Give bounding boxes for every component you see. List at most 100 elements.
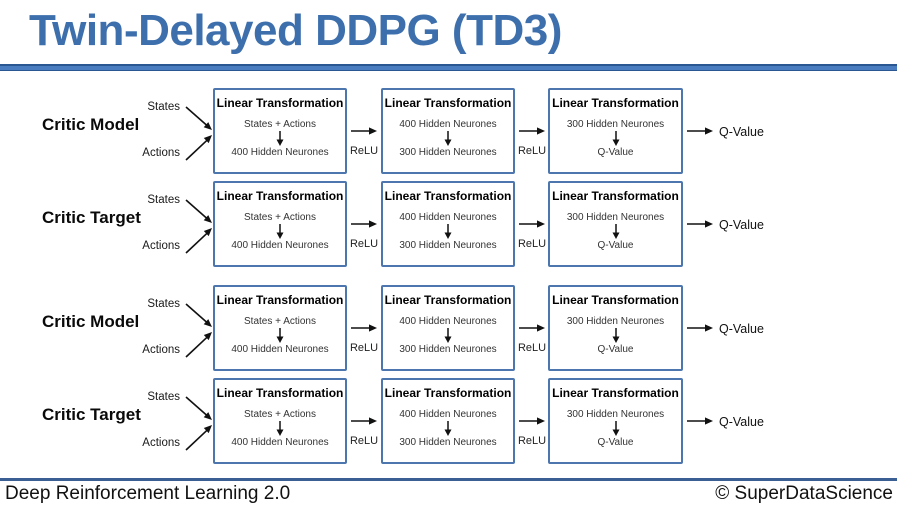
- flow-arrows: [185, 396, 713, 451]
- actions-arrow-icon: [185, 425, 212, 451]
- critic-network-row: Critic Model States Actions: [0, 88, 897, 174]
- linear-transformation-box: Linear Transformation States + Actions 4…: [213, 88, 347, 174]
- box-title: Linear Transformation: [552, 189, 679, 203]
- relu-activation-label: ReLU: [349, 145, 379, 157]
- box-output-text: 300 Hidden Neurones: [399, 437, 497, 448]
- down-arrow-icon: [612, 131, 619, 146]
- box-input-text: 400 Hidden Neurones: [399, 212, 497, 223]
- critic-network-row: Critic Target States Actions: [0, 181, 897, 267]
- linear-transformation-box: Linear Transformation 400 Hidden Neurone…: [381, 285, 515, 371]
- box-output-text: 400 Hidden Neurones: [231, 240, 329, 251]
- box-output-text: Q-Value: [597, 344, 634, 355]
- linear-transformation-box: Linear Transformation 400 Hidden Neurone…: [381, 181, 515, 267]
- relu-arrow-2-icon: [519, 324, 545, 332]
- relu-activation-label: ReLU: [517, 238, 547, 250]
- box-title: Linear Transformation: [552, 293, 679, 307]
- linear-transformation-box: Linear Transformation 400 Hidden Neurone…: [381, 88, 515, 174]
- down-arrow-icon: [276, 421, 284, 436]
- down-arrow-icon: [444, 421, 452, 436]
- critic-row-label: Critic Target: [42, 405, 141, 424]
- relu-activation-label: ReLU: [517, 145, 547, 157]
- box-output-text: 400 Hidden Neurones: [231, 437, 329, 448]
- relu-arrow-1-icon: [351, 417, 377, 425]
- box-title: Linear Transformation: [384, 189, 512, 203]
- down-arrow-icon: [612, 224, 619, 239]
- footer-copyright: © SuperDataScience: [715, 483, 893, 504]
- actions-input-label: Actions: [142, 147, 180, 159]
- down-arrow-icon: [612, 328, 619, 343]
- states-arrow-icon: [185, 396, 212, 420]
- box-output-text: Q-Value: [597, 240, 634, 251]
- linear-transformation-box: Linear Transformation 400 Hidden Neurone…: [381, 378, 515, 464]
- down-arrow-icon: [612, 421, 619, 436]
- states-arrow-icon: [185, 106, 212, 130]
- box-output-text: 400 Hidden Neurones: [231, 344, 329, 355]
- box-output-text: 300 Hidden Neurones: [399, 147, 497, 158]
- linear-transformation-box: Linear Transformation 300 Hidden Neurone…: [548, 285, 683, 371]
- relu-arrow-1-icon: [351, 220, 377, 228]
- relu-arrow-1-icon: [351, 127, 377, 135]
- flow-arrows: [185, 199, 713, 254]
- page-title: Twin-Delayed DDPG (TD3): [29, 6, 562, 55]
- q-value-output-label: Q-Value: [719, 322, 764, 336]
- relu-arrow-2-icon: [519, 220, 545, 228]
- linear-transformation-box: Linear Transformation 300 Hidden Neurone…: [548, 378, 683, 464]
- box-input-text: States + Actions: [244, 212, 316, 223]
- output-arrow-icon: [687, 127, 713, 135]
- q-value-output-label: Q-Value: [719, 415, 764, 429]
- output-arrow-icon: [687, 417, 713, 425]
- relu-activation-label: ReLU: [349, 435, 379, 447]
- actions-arrow-icon: [185, 228, 212, 254]
- linear-transformation-box: Linear Transformation 300 Hidden Neurone…: [548, 181, 683, 267]
- relu-activation-label: ReLU: [349, 342, 379, 354]
- relu-arrow-2-icon: [519, 417, 545, 425]
- actions-arrow-icon: [185, 332, 212, 358]
- box-output-text: 300 Hidden Neurones: [399, 344, 497, 355]
- down-arrow-icon: [276, 328, 284, 343]
- linear-transformation-box: Linear Transformation States + Actions 4…: [213, 181, 347, 267]
- actions-input-label: Actions: [142, 344, 180, 356]
- footer-course-title: Deep Reinforcement Learning 2.0: [5, 483, 291, 504]
- critic-network-row: Critic Model States Actions: [0, 285, 897, 371]
- actions-input-label: Actions: [142, 240, 180, 252]
- q-value-output-label: Q-Value: [719, 218, 764, 232]
- box-output-text: 300 Hidden Neurones: [399, 240, 497, 251]
- q-value-output-label: Q-Value: [719, 125, 764, 139]
- states-input-label: States: [147, 101, 180, 113]
- box-title: Linear Transformation: [384, 386, 512, 400]
- box-title: Linear Transformation: [552, 386, 679, 400]
- relu-arrow-1-icon: [351, 324, 377, 332]
- footer-divider-line: [0, 478, 897, 481]
- relu-activation-label: ReLU: [517, 435, 547, 447]
- box-title: Linear Transformation: [216, 189, 344, 203]
- states-input-label: States: [147, 298, 180, 310]
- linear-transformation-box: Linear Transformation 300 Hidden Neurone…: [548, 88, 683, 174]
- down-arrow-icon: [444, 328, 452, 343]
- actions-input-label: Actions: [142, 437, 180, 449]
- relu-arrow-2-icon: [519, 127, 545, 135]
- relu-activation-label: ReLU: [349, 238, 379, 250]
- states-arrow-icon: [185, 199, 212, 223]
- box-input-text: 400 Hidden Neurones: [399, 316, 497, 327]
- box-title: Linear Transformation: [216, 386, 344, 400]
- box-title: Linear Transformation: [552, 96, 679, 110]
- linear-transformation-box: Linear Transformation States + Actions 4…: [213, 285, 347, 371]
- critic-row-label: Critic Model: [42, 312, 140, 331]
- box-input-text: 300 Hidden Neurones: [566, 212, 665, 223]
- linear-transformation-box: Linear Transformation States + Actions 4…: [213, 378, 347, 464]
- box-output-text: 400 Hidden Neurones: [231, 147, 329, 158]
- actions-arrow-icon: [185, 135, 212, 161]
- box-title: Linear Transformation: [216, 96, 344, 110]
- states-input-label: States: [147, 391, 180, 403]
- box-input-text: 300 Hidden Neurones: [566, 409, 665, 420]
- states-arrow-icon: [185, 303, 212, 327]
- title-divider-line: [0, 64, 897, 71]
- down-arrow-icon: [276, 131, 284, 146]
- critic-row-label: Critic Model: [42, 115, 140, 134]
- down-arrow-icon: [444, 224, 452, 239]
- states-input-label: States: [147, 194, 180, 206]
- box-title: Linear Transformation: [384, 96, 512, 110]
- box-output-text: Q-Value: [597, 437, 634, 448]
- down-arrow-icon: [444, 131, 452, 146]
- box-input-text: States + Actions: [244, 409, 316, 420]
